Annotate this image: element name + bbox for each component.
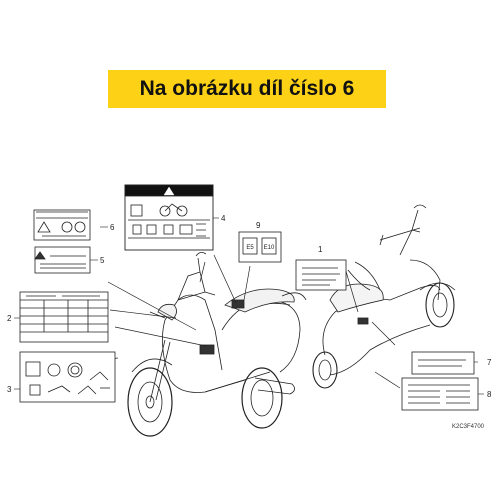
- label-7-decal: [411, 351, 475, 375]
- warning-triangle-icon: [163, 186, 175, 196]
- label-6-caution-decal: [33, 209, 91, 241]
- label-9-fuel-decal: [238, 231, 282, 263]
- callout-1: 1: [318, 245, 323, 254]
- label-4-safety-decal: [124, 184, 214, 251]
- tire-icon: [67, 362, 83, 378]
- callout-6: 6: [110, 223, 115, 232]
- callout-8: 8: [487, 390, 492, 399]
- label-3-maintenance-decal: [19, 351, 116, 403]
- badge-e5: E5: [246, 245, 254, 251]
- title-banner: Na obrázku díl číslo 6: [108, 70, 386, 108]
- warning-triangle-icon: [37, 221, 51, 233]
- callout-7: 7: [487, 358, 492, 367]
- helmet-icon: [130, 204, 143, 217]
- rider-icon: [132, 224, 142, 235]
- battery-icon: [25, 361, 41, 377]
- badge-e10: E10: [264, 245, 275, 251]
- label-8-decal: [401, 377, 479, 411]
- callout-3: 3: [7, 385, 12, 394]
- label-2-spec-table: [19, 291, 109, 343]
- scooter-side-view: [127, 252, 307, 437]
- diagram-code: K2C3F4700: [452, 424, 485, 430]
- callout-2: 2: [7, 314, 12, 323]
- callout-4: 4: [221, 214, 226, 223]
- fuel-pump-icon: [29, 384, 41, 396]
- banner-title: Na obrázku díl číslo 6: [139, 77, 355, 100]
- label-5-warning-strip: [34, 246, 91, 274]
- callout-9: 9: [256, 221, 261, 230]
- label-1-decal: [295, 259, 347, 291]
- callout-5: 5: [100, 256, 105, 265]
